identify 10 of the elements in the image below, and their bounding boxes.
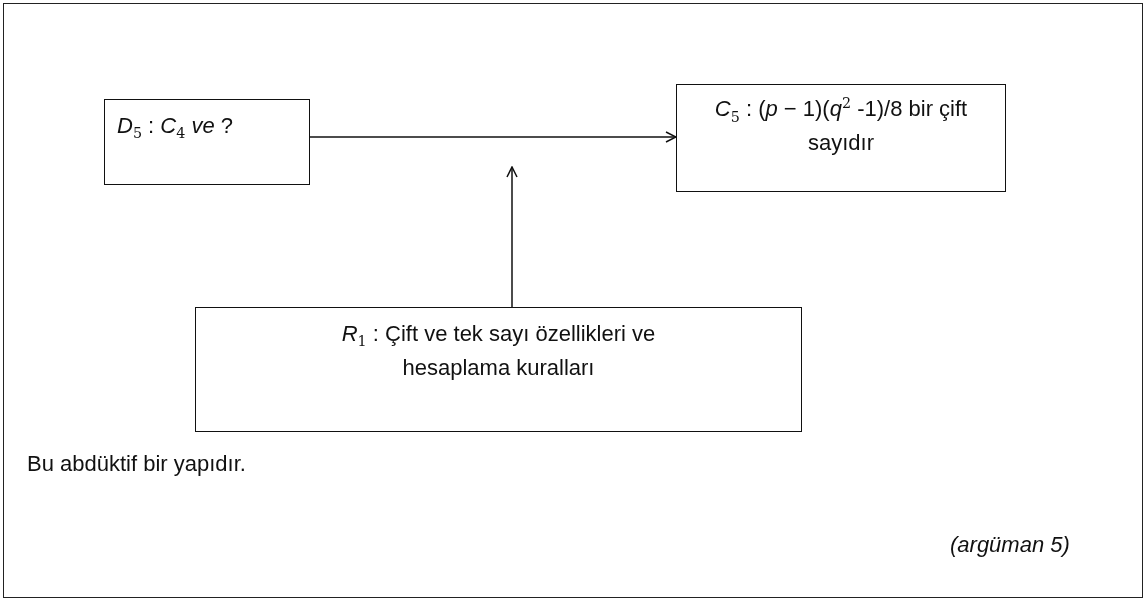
box-text: D$_{5}$ : C$_{4}$ ve ?	[117, 112, 234, 144]
note-text: Bu abdüktif bir yapıdır.	[27, 451, 246, 477]
text-box	[676, 84, 1006, 192]
note-text: (argüman 5)	[950, 532, 1070, 558]
box-text: C$_{5}$ : (p − 1)(q$^{2}$ -1)/8 bir çift sayıdır	[713, 94, 969, 158]
text-box	[195, 307, 802, 432]
box-text: R$_{1}$ : Çift ve tek sayı özellikleri ve hesaplama kuralları	[340, 320, 657, 383]
text-box	[104, 99, 310, 185]
arrow	[309, 131, 677, 143]
arrow	[506, 166, 518, 308]
